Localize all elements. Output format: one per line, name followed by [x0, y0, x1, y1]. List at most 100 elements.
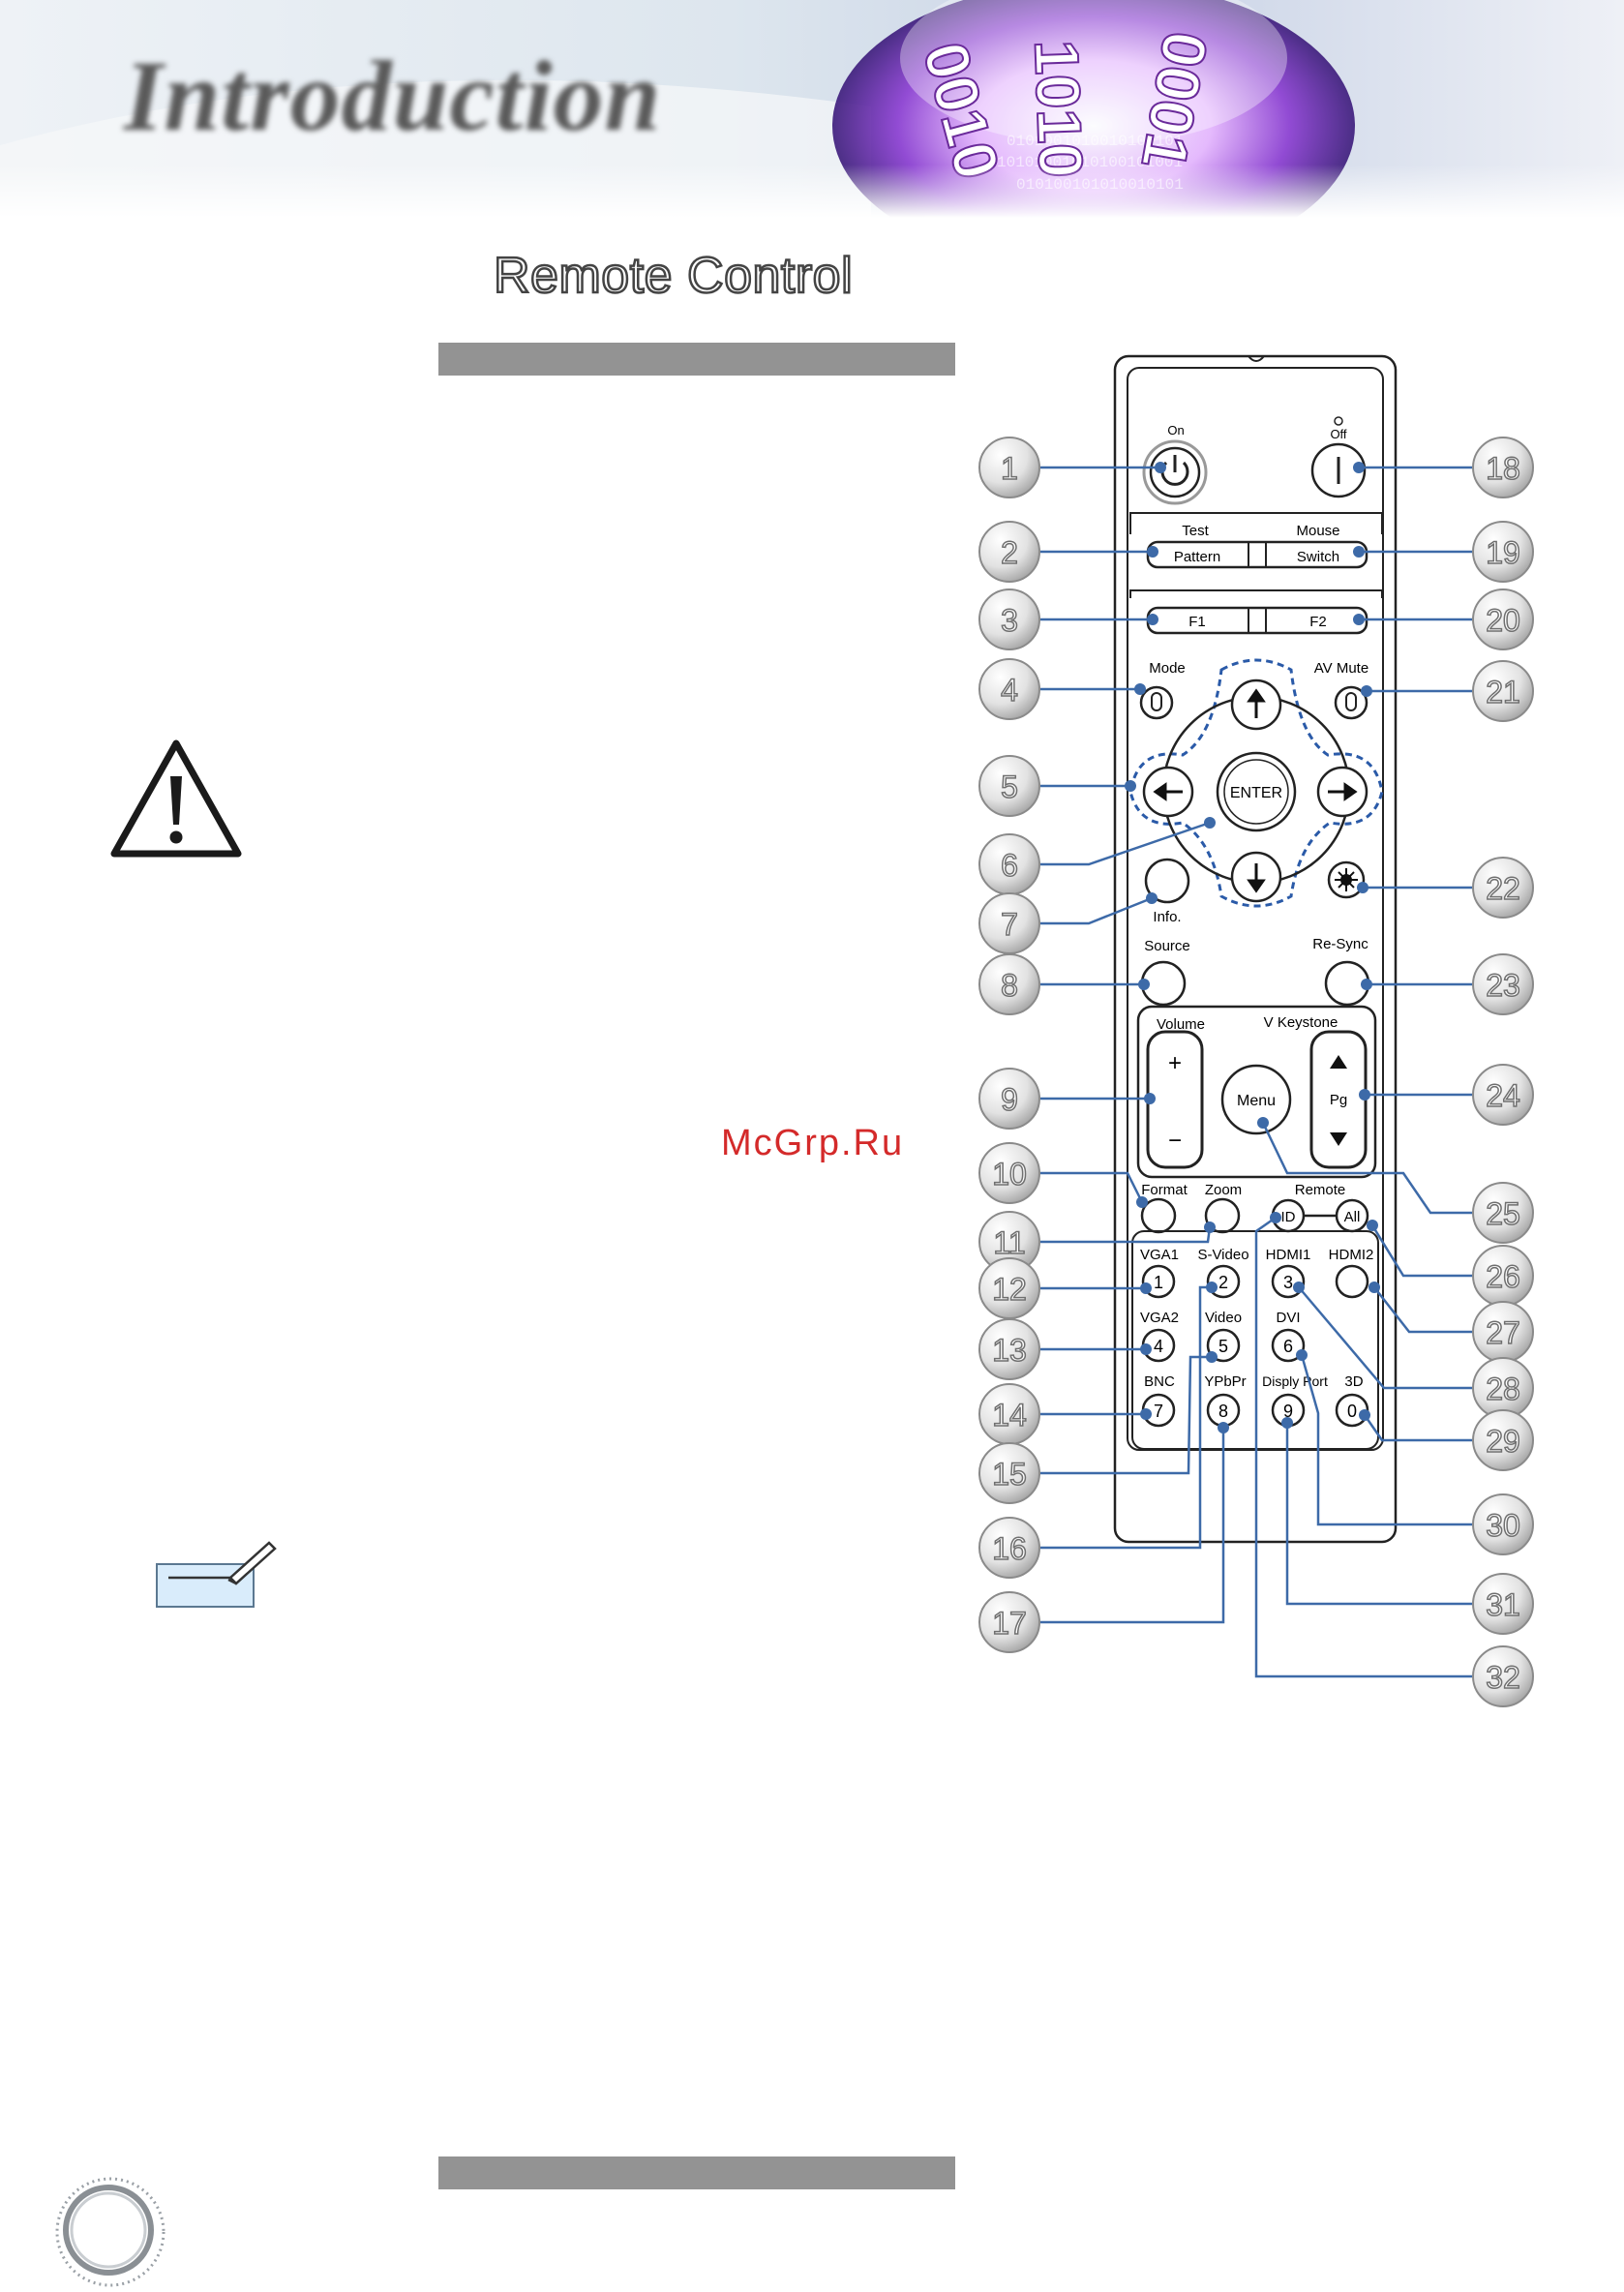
callout-number-16: 16	[992, 1531, 1027, 1566]
callout-circle-16	[978, 1517, 1040, 1579]
callout-number-1: 1	[1001, 451, 1018, 486]
power-on-label: On	[1167, 423, 1184, 437]
callout-number-25: 25	[1486, 1196, 1520, 1231]
volume-up-label: +	[1168, 1050, 1182, 1076]
menu-button[interactable]	[1220, 1064, 1292, 1135]
callout-number-13: 13	[992, 1333, 1027, 1368]
callout-leader-32	[1254, 1216, 1472, 1678]
callout-number-22: 22	[1486, 871, 1520, 906]
callout-number-3: 3	[1001, 603, 1018, 638]
displayport-label: Disply Port	[1262, 1373, 1328, 1389]
callout-circle-32	[1472, 1645, 1534, 1707]
callout-anchor-19	[1353, 546, 1365, 558]
zoom-label: Zoom	[1205, 1182, 1242, 1198]
callout-number-5: 5	[1001, 769, 1018, 804]
arrow-right-icon	[1328, 782, 1358, 801]
key-1-label: 1	[1154, 1273, 1163, 1292]
callout-number-12: 12	[992, 1272, 1027, 1307]
callout-number-18: 18	[1486, 451, 1520, 486]
format-label: Format	[1141, 1182, 1188, 1198]
key-5-label: 5	[1218, 1337, 1228, 1356]
callout-circle-21	[1472, 660, 1534, 722]
callout-circle-30	[1472, 1493, 1534, 1555]
callout-circle-29	[1472, 1409, 1534, 1471]
section-bar-bottom	[438, 2156, 955, 2189]
callout-leader-10	[1040, 1171, 1144, 1203]
callout-anchor-7	[1146, 892, 1158, 904]
remote-label: Remote	[1295, 1182, 1346, 1198]
test-label: Test	[1182, 523, 1209, 539]
source-label: Source	[1144, 938, 1190, 954]
callout-leader-7	[1040, 896, 1153, 925]
callout-number-8: 8	[1001, 968, 1018, 1003]
hdmi2-button[interactable]	[1335, 1264, 1369, 1299]
callout-circle-9	[978, 1068, 1040, 1130]
vga2-label: VGA2	[1140, 1310, 1179, 1326]
pattern-label: Pattern	[1174, 549, 1220, 565]
note-icon	[156, 1541, 277, 1608]
hdmi1-label: HDMI1	[1266, 1247, 1311, 1263]
callout-circle-13	[978, 1318, 1040, 1380]
callout-number-20: 20	[1486, 603, 1520, 638]
key-2-label: 2	[1218, 1273, 1228, 1292]
callout-leader-27	[1373, 1286, 1472, 1334]
vga1-label: VGA1	[1140, 1247, 1179, 1263]
callout-anchor-20	[1353, 614, 1365, 625]
callout-number-4: 4	[1001, 673, 1018, 708]
callout-number-26: 26	[1486, 1259, 1520, 1294]
pg-label: Pg	[1330, 1092, 1347, 1108]
arrow-up-icon	[1247, 688, 1266, 718]
callout-leader-30	[1300, 1354, 1472, 1526]
callout-number-23: 23	[1486, 968, 1520, 1003]
volume-label: Volume	[1157, 1016, 1205, 1033]
laser-icon	[1335, 868, 1358, 891]
callout-anchor-27	[1368, 1282, 1380, 1293]
3d-label: 3D	[1344, 1373, 1363, 1390]
callout-anchor-16	[1206, 1282, 1218, 1293]
callout-leader-17	[1040, 1428, 1225, 1624]
callout-circle-22	[1472, 857, 1534, 919]
info-button[interactable]	[1144, 858, 1190, 904]
callout-anchor-30	[1296, 1349, 1308, 1361]
callout-circle-3	[978, 588, 1040, 650]
callout-number-28: 28	[1486, 1372, 1520, 1406]
section-bar-top	[438, 343, 955, 376]
callout-number-30: 30	[1486, 1508, 1520, 1543]
callout-anchor-26	[1367, 1220, 1378, 1231]
glow-orb	[832, 0, 1355, 218]
callout-circle-19	[1472, 521, 1534, 583]
key-3-label: 3	[1283, 1273, 1293, 1292]
switch-label: Switch	[1297, 549, 1339, 565]
callout-anchor-15	[1206, 1351, 1218, 1363]
key-6-dvi[interactable]	[1271, 1328, 1306, 1363]
callout-number-7: 7	[1001, 907, 1018, 942]
mode-button[interactable]	[1139, 685, 1174, 720]
callout-number-11: 11	[993, 1225, 1025, 1260]
callout-number-21: 21	[1486, 675, 1520, 709]
callout-circle-8	[978, 953, 1040, 1015]
banner-title: Introduction	[124, 41, 662, 152]
callout-anchor-9	[1144, 1093, 1156, 1104]
callout-circle-1	[978, 437, 1040, 498]
callout-number-14: 14	[992, 1398, 1027, 1432]
f1-label: F1	[1188, 614, 1206, 630]
callout-anchor-10	[1136, 1196, 1148, 1208]
menu-label: Menu	[1237, 1093, 1276, 1109]
callout-anchor-dots	[1125, 462, 1380, 1433]
mouse-label: Mouse	[1296, 523, 1339, 539]
callout-anchor-5	[1125, 780, 1136, 792]
banner-digits-2: 1010	[1021, 39, 1096, 179]
callout-anchor-28	[1293, 1282, 1305, 1293]
callout-anchor-13	[1140, 1343, 1152, 1355]
callout-anchor-22	[1357, 882, 1368, 893]
key-6-label: 6	[1283, 1337, 1293, 1356]
enter-button[interactable]	[1216, 751, 1297, 832]
callout-circle-18	[1472, 437, 1534, 498]
remote-id-label: ID	[1281, 1209, 1296, 1225]
callout-number-29: 29	[1486, 1424, 1520, 1459]
av-mute-button[interactable]	[1334, 685, 1368, 720]
callout-circle-31	[1472, 1573, 1534, 1635]
callout-leader-29	[1363, 1414, 1472, 1442]
f2-label: F2	[1309, 614, 1327, 630]
triangle-up-icon	[1330, 1055, 1347, 1069]
